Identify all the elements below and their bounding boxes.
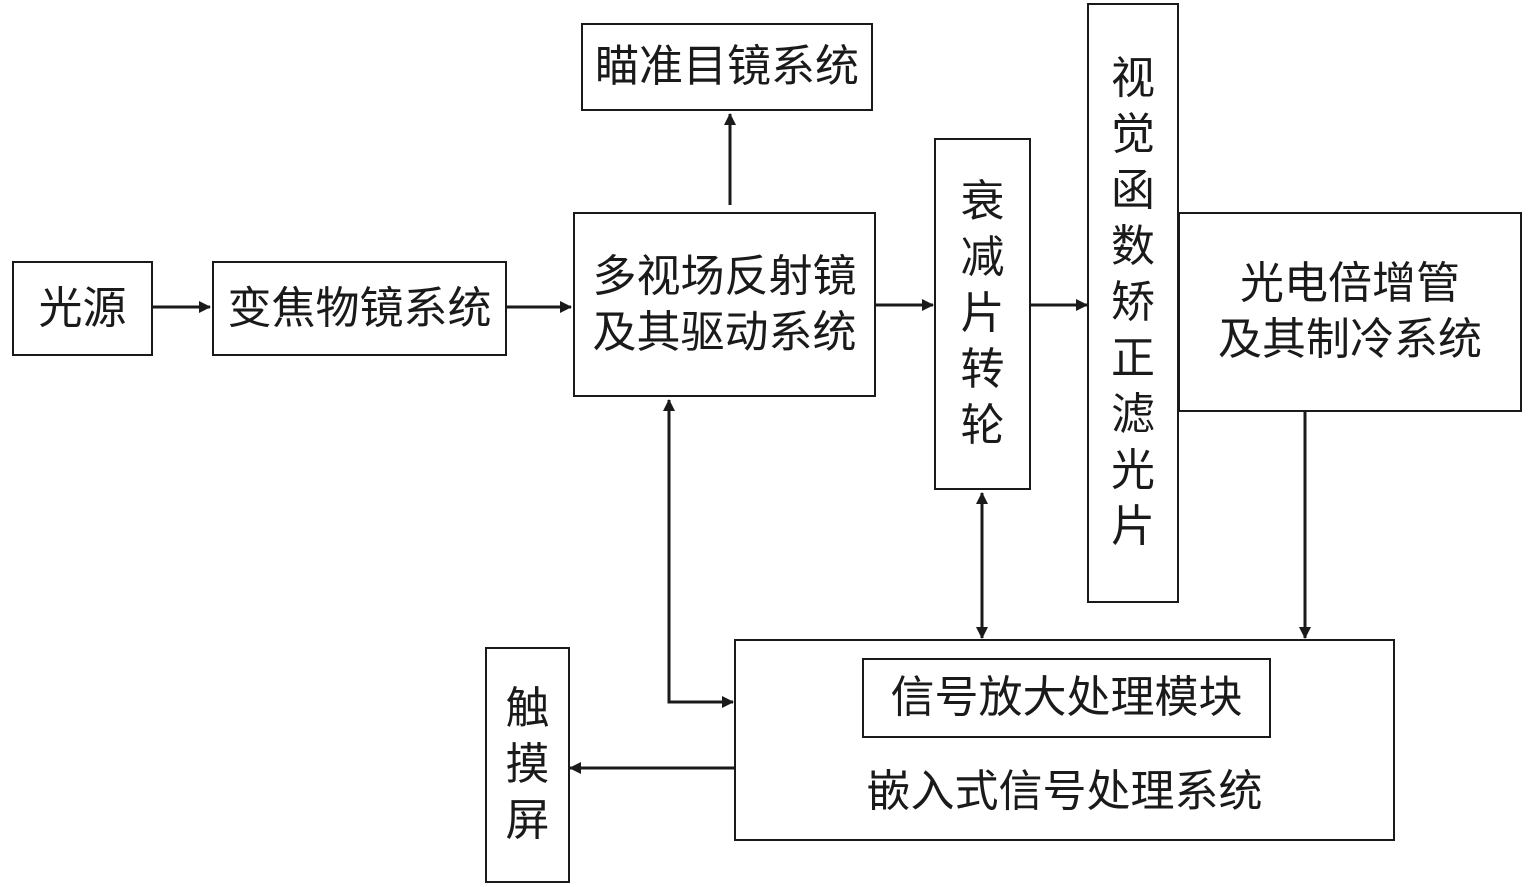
vision-filter-label: 视觉函数矫正滤光片 (1111, 53, 1155, 552)
aiming-eyepiece-box: 瞄准目镜系统 (581, 23, 873, 111)
multi-fov-mirror-box: 多视场反射镜 及其驱动系统 (573, 212, 876, 397)
light-source-label: 光源 (38, 282, 127, 334)
vision-filter-box: 视觉函数矫正滤光片 (1087, 3, 1179, 603)
light-source-box: 光源 (12, 261, 153, 356)
zoom-objective-box: 变焦物镜系统 (212, 261, 507, 356)
arrow-mirror-embedded-bidirectional (663, 399, 734, 708)
pmt-cooling-label: 光电倍增管 及其制冷系统 (1218, 258, 1482, 365)
touch-screen-box: 触摸屏 (485, 647, 570, 883)
zoom-objective-label: 变焦物镜系统 (227, 282, 492, 334)
multi-fov-mirror-label: 多视场反射镜 及其驱动系统 (592, 250, 857, 358)
amp-module-box: 信号放大处理模块 (862, 658, 1271, 738)
touch-screen-label: 触摸屏 (505, 683, 550, 846)
attenuator-wheel-box: 衰减片转轮 (934, 138, 1031, 490)
amp-module-label: 信号放大处理模块 (890, 672, 1243, 723)
embedded-system-label: 嵌入式信号处理系统 (866, 766, 1263, 817)
aiming-eyepiece-label: 瞄准目镜系统 (595, 41, 859, 92)
attenuator-wheel-label: 衰减片转轮 (960, 176, 1005, 451)
pmt-cooling-box: 光电倍增管 及其制冷系统 (1178, 212, 1522, 412)
